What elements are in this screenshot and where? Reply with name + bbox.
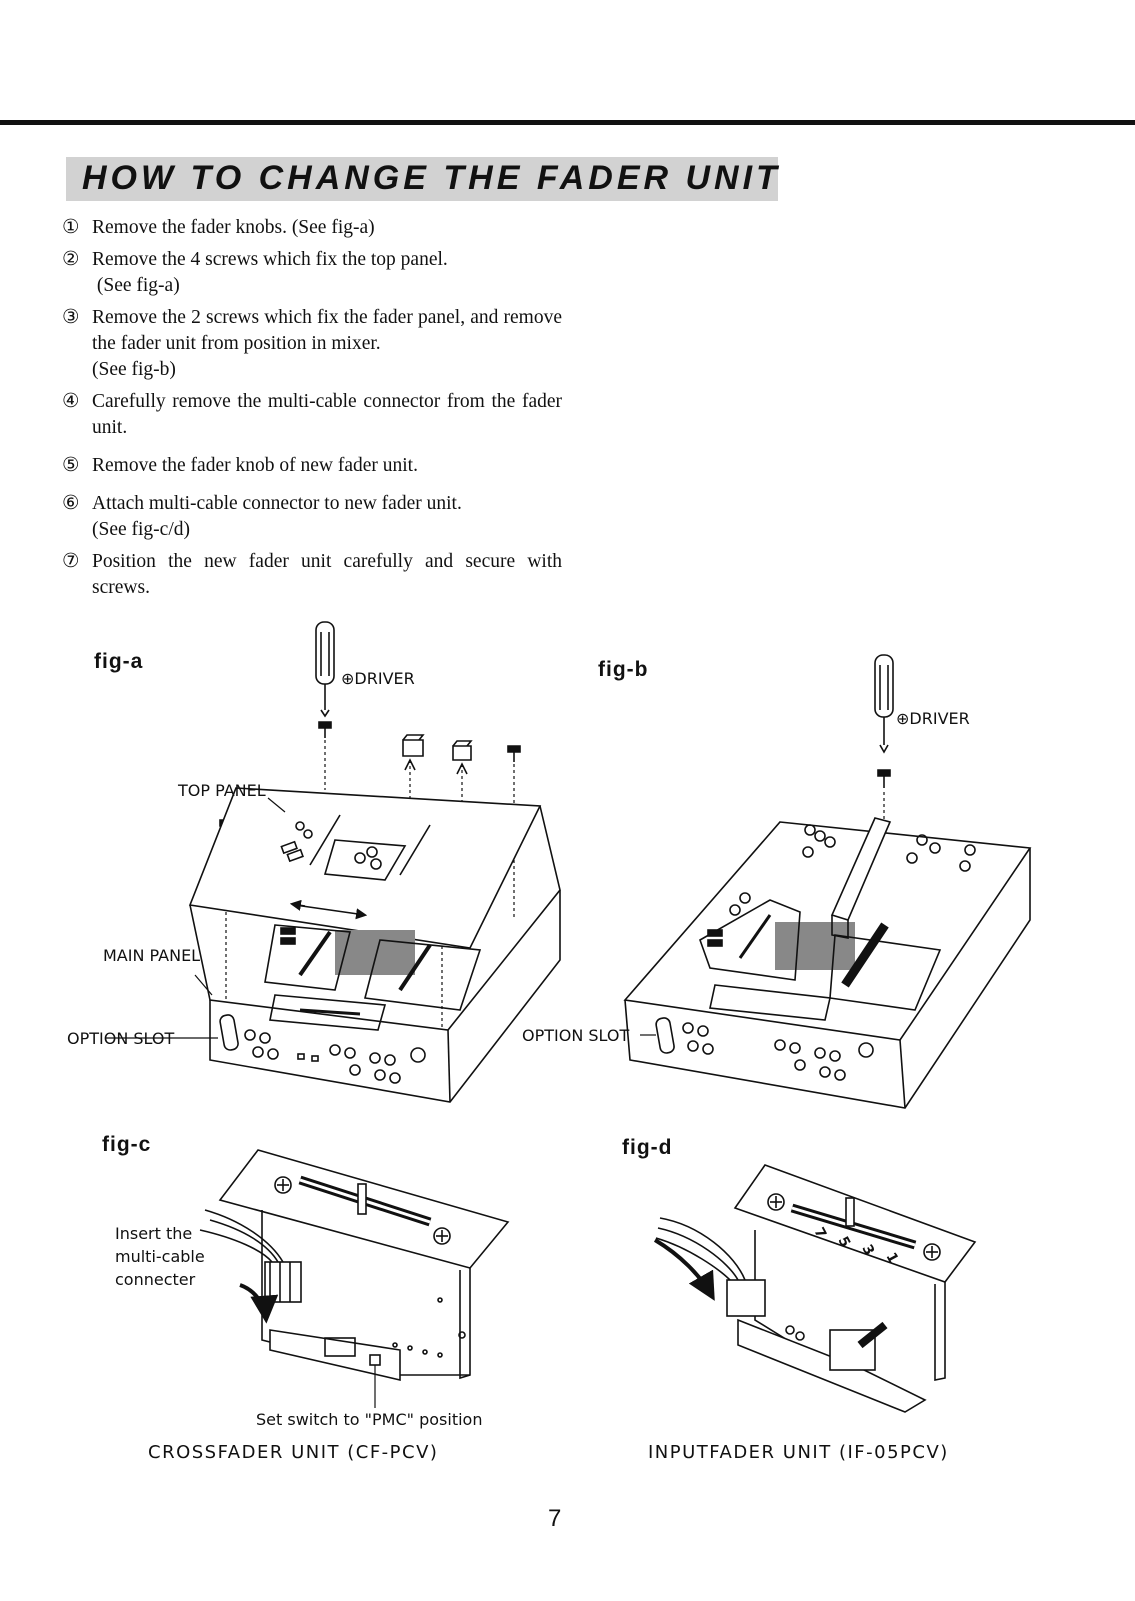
section-title: HOW TO CHANGE THE FADER UNIT [82,159,781,197]
fig-b-option-slot-callout: OPTION SLOT [522,1026,630,1045]
step-3: ③ Remove the 2 screws which fix the fade… [62,307,562,380]
fig-a-driver-callout: ⊕DRIVER [341,669,415,688]
header-rule [0,120,1135,125]
insert-connector-line1: Insert the [115,1224,193,1243]
fig-c-label: fig-c [102,1133,152,1156]
top-panel-callout: TOP PANEL [178,781,266,800]
section-title-box: HOW TO CHANGE THE FADER UNIT [66,157,778,201]
fig-d-drawing [653,1164,977,1413]
knob-icons [729,824,976,916]
main-panel-callout: MAIN PANEL [103,946,201,965]
step-7: ⑦ Position the new fader unit carefully … [62,551,562,598]
fig-c-drawing [199,1149,510,1408]
screwdriver-icon [874,654,894,754]
step-5: ⑤ Remove the fader knob of new fader uni… [62,455,418,476]
fig-a-option-slot-callout: OPTION SLOT [67,1029,175,1048]
step-2: ② Remove the 4 screws which fix the top … [62,249,448,296]
step-6: ⑥ Attach multi-cable connector to new fa… [62,493,462,540]
fader-knob-icons [402,734,473,761]
jack-icons [244,1029,426,1084]
fig-a-label: fig-a [94,650,144,673]
step-4: ④ Carefully remove the multi-cable conne… [62,391,562,438]
component-dots [392,1297,466,1358]
page-number: 7 [548,1505,562,1532]
fig-b-drawing [623,654,1032,1109]
insert-connector-line3: connecter [115,1270,196,1289]
switch-note: Set switch to "PMC" position [256,1410,483,1429]
screwdriver-icon [315,621,335,718]
fig-b-label: fig-b [598,658,649,681]
fig-d-label: fig-d [622,1136,673,1159]
instruction-steps: ① Remove the fader knobs. (See fig-a) ② … [62,215,562,601]
insert-connector-line2: multi-cable [115,1247,205,1266]
fig-a-drawing [105,621,561,1103]
crossfader-caption: CROSSFADER UNIT (CF-PCV) [148,1442,439,1463]
inputfader-caption: INPUTFADER UNIT (IF-05PCV) [648,1442,949,1463]
jack-icons [682,1022,874,1081]
step-1: ① Remove the fader knobs. (See fig-a) [62,217,375,238]
fig-b-driver-callout: ⊕DRIVER [896,709,970,728]
